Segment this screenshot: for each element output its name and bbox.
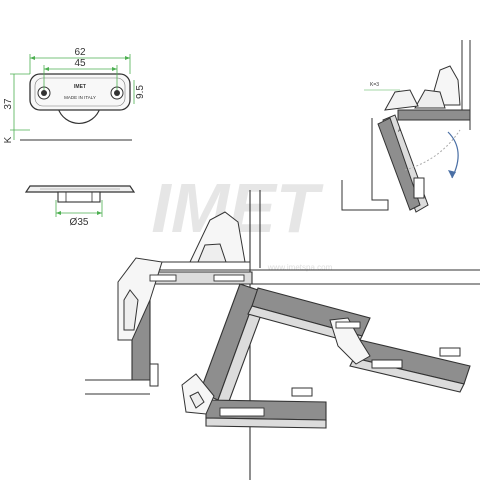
hinge-main-top	[159, 211, 251, 271]
hinge-right-middle	[329, 317, 461, 369]
dimension-arrows	[30, 56, 130, 215]
dim-diameter-label: Ø35	[70, 217, 89, 228]
dim-9-5-label: 9.5	[135, 85, 146, 99]
plate-made-text: MADE IN ITALY	[64, 95, 96, 100]
plate-brand-text: IMET	[74, 84, 86, 90]
arrow-head-icon	[448, 170, 456, 178]
hinge-lower-left	[181, 373, 313, 415]
detail-k-label: K=3	[370, 82, 379, 88]
plate-top-view: IMET MADE IN ITALY	[20, 73, 132, 141]
cabinet-assembly	[85, 190, 480, 480]
dim-k-label: K	[3, 136, 14, 143]
plate-side-view	[24, 185, 136, 203]
dim-37-label: 37	[3, 98, 14, 110]
hinge-detail-top-right	[341, 40, 471, 213]
dim-45-label: 45	[74, 58, 86, 69]
detail-angle-label: A	[398, 128, 402, 134]
hinge-mount-blocks	[149, 274, 361, 417]
watermark-url: www.imetspa.com	[267, 263, 333, 272]
plate-dimensions	[10, 54, 135, 217]
dim-62-label: 62	[74, 47, 86, 58]
